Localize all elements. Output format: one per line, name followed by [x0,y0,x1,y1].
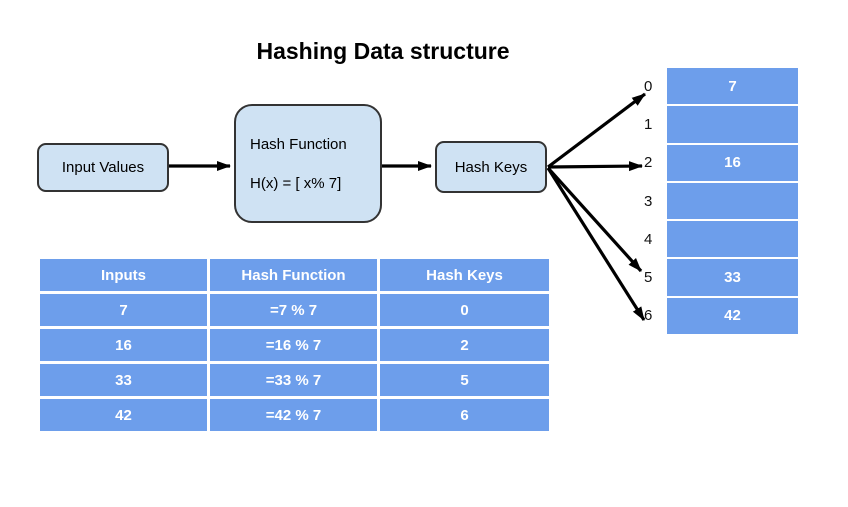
col-header-hash-keys: Hash Keys [377,256,552,294]
slot-value-cell [667,106,798,143]
array-slot-4: 4 [644,221,798,258]
input-cell: 42 [37,396,210,434]
arrow-hash-keys-to-slot-0 [547,92,646,169]
array-slot-6: 6 42 [644,297,798,335]
input-cell: 16 [37,326,210,364]
slot-index-label: 6 [644,307,653,325]
array-slot-2: 2 16 [644,144,798,181]
slot-index-label: 2 [644,154,653,172]
input-values-label: Input Values [61,159,145,176]
table-row: 33 =33 % 7 5 [37,361,552,399]
array-slot-5: 5 33 [644,259,798,296]
col-header-hash-function: Hash Function [207,256,380,294]
hash-function-cell: =42 % 7 [207,396,380,434]
hash-function-formula: H(x) = [ x% 7] [250,174,342,192]
slot-index-label: 0 [644,77,653,95]
slot-value-cell: 16 [667,144,798,181]
array-slot-0: 0 7 [644,68,798,105]
slot-value-cell: 33 [667,259,798,296]
table-row: 7 =7 % 7 0 [37,291,552,329]
array-slot-1: 1 [644,106,798,143]
table-row: 42 =42 % 7 6 [37,396,552,434]
input-cell: 7 [37,291,210,329]
hash-keys-box: Hash Keys [435,141,547,193]
slot-value-cell [667,182,798,220]
slot-index-label: 1 [644,115,653,133]
slot-value-cell: 42 [667,297,798,335]
hash-key-cell: 0 [377,291,552,329]
table-row: 16 =16 % 7 2 [37,326,552,364]
hash-function-box: Hash Function H(x) = [ x% 7] [234,104,382,223]
slot-index-label: 3 [644,192,653,210]
slot-index-label: 5 [644,269,653,287]
hash-function-cell: =33 % 7 [207,361,380,399]
arrow-hash-keys-to-slot-6 [546,167,646,321]
hash-keys-label: Hash Keys [454,158,528,176]
input-values-box: Input Values [37,143,169,192]
hash-function-title: Hash Function [250,135,347,153]
hash-array: 0 7 1 2 16 3 4 5 33 6 42 [644,68,798,336]
input-cell: 33 [37,361,210,399]
arrow-hash-keys-to-slot-2 [547,161,643,172]
col-header-inputs: Inputs [37,256,210,294]
hash-key-cell: 6 [377,396,552,434]
hash-table: Inputs Hash Function Hash Keys 7 =7 % 7 … [37,256,552,434]
hash-key-cell: 5 [377,361,552,399]
hash-key-cell: 2 [377,326,552,364]
slot-index-label: 4 [644,230,653,248]
hash-function-cell: =16 % 7 [207,326,380,364]
arrow-hash-keys-to-slot-5 [546,166,643,273]
array-slot-3: 3 [644,182,798,220]
diagram-title: Hashing Data structure [256,38,510,64]
hash-function-cell: =7 % 7 [207,291,380,329]
slot-value-cell [667,221,798,258]
slot-value-cell: 7 [667,68,798,105]
table-header-row: Inputs Hash Function Hash Keys [37,256,552,294]
